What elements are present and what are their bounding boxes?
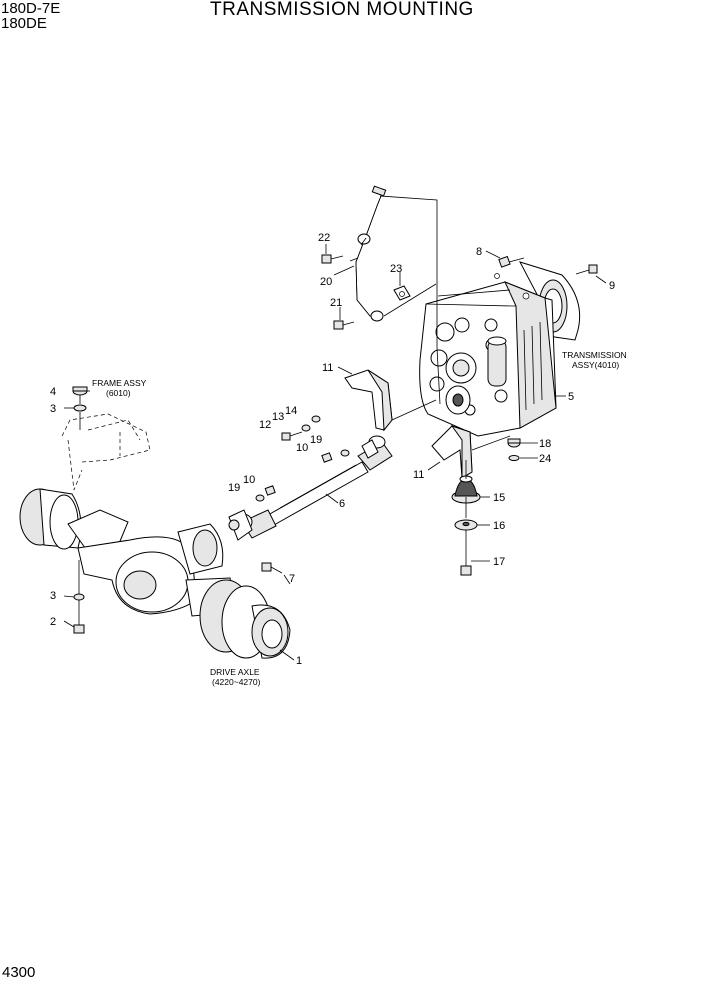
drive-axle-code: (4220~4270): [212, 677, 261, 687]
bolt-7: [261, 562, 283, 574]
label-21: 21: [330, 297, 342, 309]
transmission-assy-label: TRANSMISSION: [562, 350, 627, 360]
label-24: 24: [539, 453, 551, 465]
label-2: 2: [50, 616, 56, 628]
transmission-assy-code: ASSY(4010): [572, 360, 619, 370]
transmission-assembly: [419, 261, 581, 437]
label-8: 8: [476, 246, 482, 258]
washer-16: [454, 519, 478, 531]
washer-24: [508, 455, 520, 461]
bolt-8: [498, 255, 525, 268]
washer-19-upper: [340, 449, 350, 457]
frame-assy-label: FRAME ASSY: [92, 378, 147, 388]
frame-assy-code: (6010): [106, 388, 131, 398]
label-14: 14: [285, 405, 297, 417]
label-1: 1: [296, 655, 302, 667]
label-7: 7: [289, 573, 295, 585]
washer-13: [301, 424, 311, 432]
label-11-lower: 11: [413, 469, 424, 481]
bolt-10-lower: [264, 485, 276, 496]
leader-lines: [63, 244, 607, 661]
label-16: 16: [493, 520, 505, 532]
frame-assy-outline: [61, 413, 151, 491]
label-20: 20: [320, 276, 332, 288]
clip-23: [393, 285, 411, 301]
label-3-lower: 3: [50, 590, 56, 602]
label-10-lower: 10: [243, 474, 255, 486]
label-6: 6: [339, 498, 345, 510]
nut-4: [72, 386, 88, 396]
bracket-11-upper: [344, 369, 393, 432]
label-18: 18: [539, 438, 551, 450]
drive-shaft-6: [228, 435, 393, 541]
page-title: TRANSMISSION MOUNTING: [210, 0, 474, 20]
washer-3-lower: [73, 593, 85, 601]
label-9: 9: [609, 280, 615, 292]
label-13: 13: [272, 411, 284, 423]
filler-tube-20: [355, 185, 387, 322]
label-17: 17: [493, 556, 505, 568]
model-code-secondary: 180DE: [1, 15, 47, 32]
label-12: 12: [259, 419, 271, 431]
label-15: 15: [493, 492, 505, 504]
bolt-10-upper: [321, 452, 333, 463]
bracket-11-lower: [431, 425, 473, 479]
label-4: 4: [50, 386, 56, 398]
bolt-21: [333, 320, 355, 330]
bolt-2: [73, 600, 85, 634]
label-5: 5: [568, 391, 574, 403]
washer-14: [311, 415, 321, 423]
label-23: 23: [390, 263, 402, 275]
washer-19-lower: [255, 494, 265, 502]
label-19-lower: 19: [228, 482, 240, 494]
label-22: 22: [318, 232, 330, 244]
page-number: 4300: [2, 964, 36, 981]
bolt-9: [575, 264, 598, 275]
washer-3-upper: [73, 404, 87, 412]
bolt-22: [321, 254, 344, 264]
label-3-upper: 3: [50, 403, 56, 415]
drive-axle-label: DRIVE AXLE: [210, 667, 260, 677]
bolt-12: [281, 431, 303, 441]
model-code-primary: 180D-7E: [1, 0, 61, 17]
bolt-17: [460, 534, 472, 576]
drive-axle-1: [19, 488, 291, 659]
nut-18: [507, 438, 521, 448]
label-11-upper: 11: [322, 362, 333, 374]
label-10-upper: 10: [296, 442, 308, 454]
label-19-upper: 19: [310, 434, 322, 446]
